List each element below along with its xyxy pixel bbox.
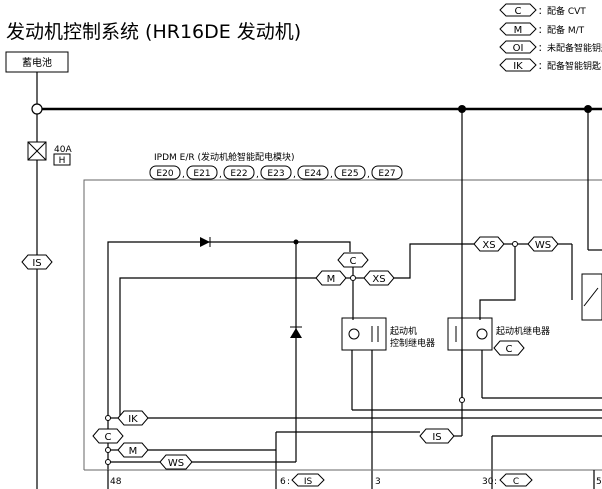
svg-text:：配备智能钥匙: ：配备智能钥匙 [538,60,601,72]
ipdm-outline [83,179,602,470]
svg-text:C: C [515,6,522,17]
tag-c-top [337,252,369,268]
svg-text:E21: E21 [193,169,210,179]
svg-text:,: , [330,170,333,180]
legend: C ：配备 CVT M ：配备 M/T OI ：未配备智能钥匙 IK ：配备智能… [499,3,602,72]
starter-relay-label: 起动机继电器 [496,325,550,337]
svg-text:,: , [219,170,222,180]
svg-text:E27: E27 [378,169,395,179]
svg-text:C: C [513,477,519,487]
svg-text:IS: IS [32,258,41,269]
starter-control-relay-label-1: 起动机 [390,325,417,337]
page-title: 发动机控制系统 (HR16DE 发动机) [6,21,301,43]
svg-text:WS: WS [535,240,551,251]
battery-label: 蓄电池 [22,56,52,69]
svg-text::: : [287,477,290,487]
connector-list: E20 , E21 , E22 , E23 , E24 , E25 , E27 [149,165,403,180]
svg-text:,: , [293,170,296,180]
svg-text:M: M [129,446,138,457]
svg-text:,: , [182,170,185,180]
fuse-rating: 40A [54,145,72,155]
pin-56: 56 [596,477,602,487]
svg-text:E22: E22 [230,169,247,179]
svg-text:E20: E20 [156,169,173,179]
svg-text:M: M [327,274,336,285]
pin-3: 3 [375,477,381,487]
svg-text:,: , [256,170,259,180]
svg-text:E25: E25 [341,169,358,179]
svg-text:：未配备智能钥匙: ：未配备智能钥匙 [538,42,602,54]
legend-tag-m [499,22,537,36]
pin-30: 30 [482,477,494,487]
starter-control-relay-label-2: 控制继电器 [390,337,435,349]
tag-is-pin [291,473,325,487]
legend-tag-ik [499,58,537,72]
svg-text:IK: IK [513,61,523,72]
svg-text:IK: IK [128,414,138,425]
svg-text:IS: IS [304,477,313,487]
starter-control-relay [341,317,387,351]
legend-tag-c [499,3,537,17]
tag-c-relay [493,340,525,356]
battery-node [31,103,43,115]
ipdm-label: IPDM E/R (发动机舱智能配电模块) [154,151,295,163]
svg-text:C: C [506,344,513,355]
svg-text:XS: XS [372,274,385,285]
svg-text:,: , [367,170,370,180]
svg-text:XS: XS [482,240,495,251]
svg-text::: : [494,477,497,487]
svg-text:C: C [105,432,112,443]
tag-is-left [21,254,53,270]
svg-text:OI: OI [513,43,524,54]
fuse-code: H [59,156,66,166]
tag-c-low [92,428,124,444]
svg-text:C: C [350,256,357,267]
diode-2 [290,328,302,338]
svg-text:IS: IS [432,432,441,443]
diode-1 [200,237,210,247]
svg-text:E24: E24 [304,169,321,179]
svg-text:M: M [514,25,523,36]
svg-text:：配备 M/T: ：配备 M/T [538,24,585,36]
svg-text:：配备 CVT: ：配备 CVT [538,5,586,17]
pin-6: 6 [280,477,286,487]
svg-text:E23: E23 [267,169,284,179]
pin-48: 48 [110,477,122,487]
svg-text:WS: WS [168,458,184,469]
tag-c-pin [499,473,533,487]
starter-relay [447,317,493,351]
legend-tag-oi [499,40,537,54]
right-component [581,273,602,321]
